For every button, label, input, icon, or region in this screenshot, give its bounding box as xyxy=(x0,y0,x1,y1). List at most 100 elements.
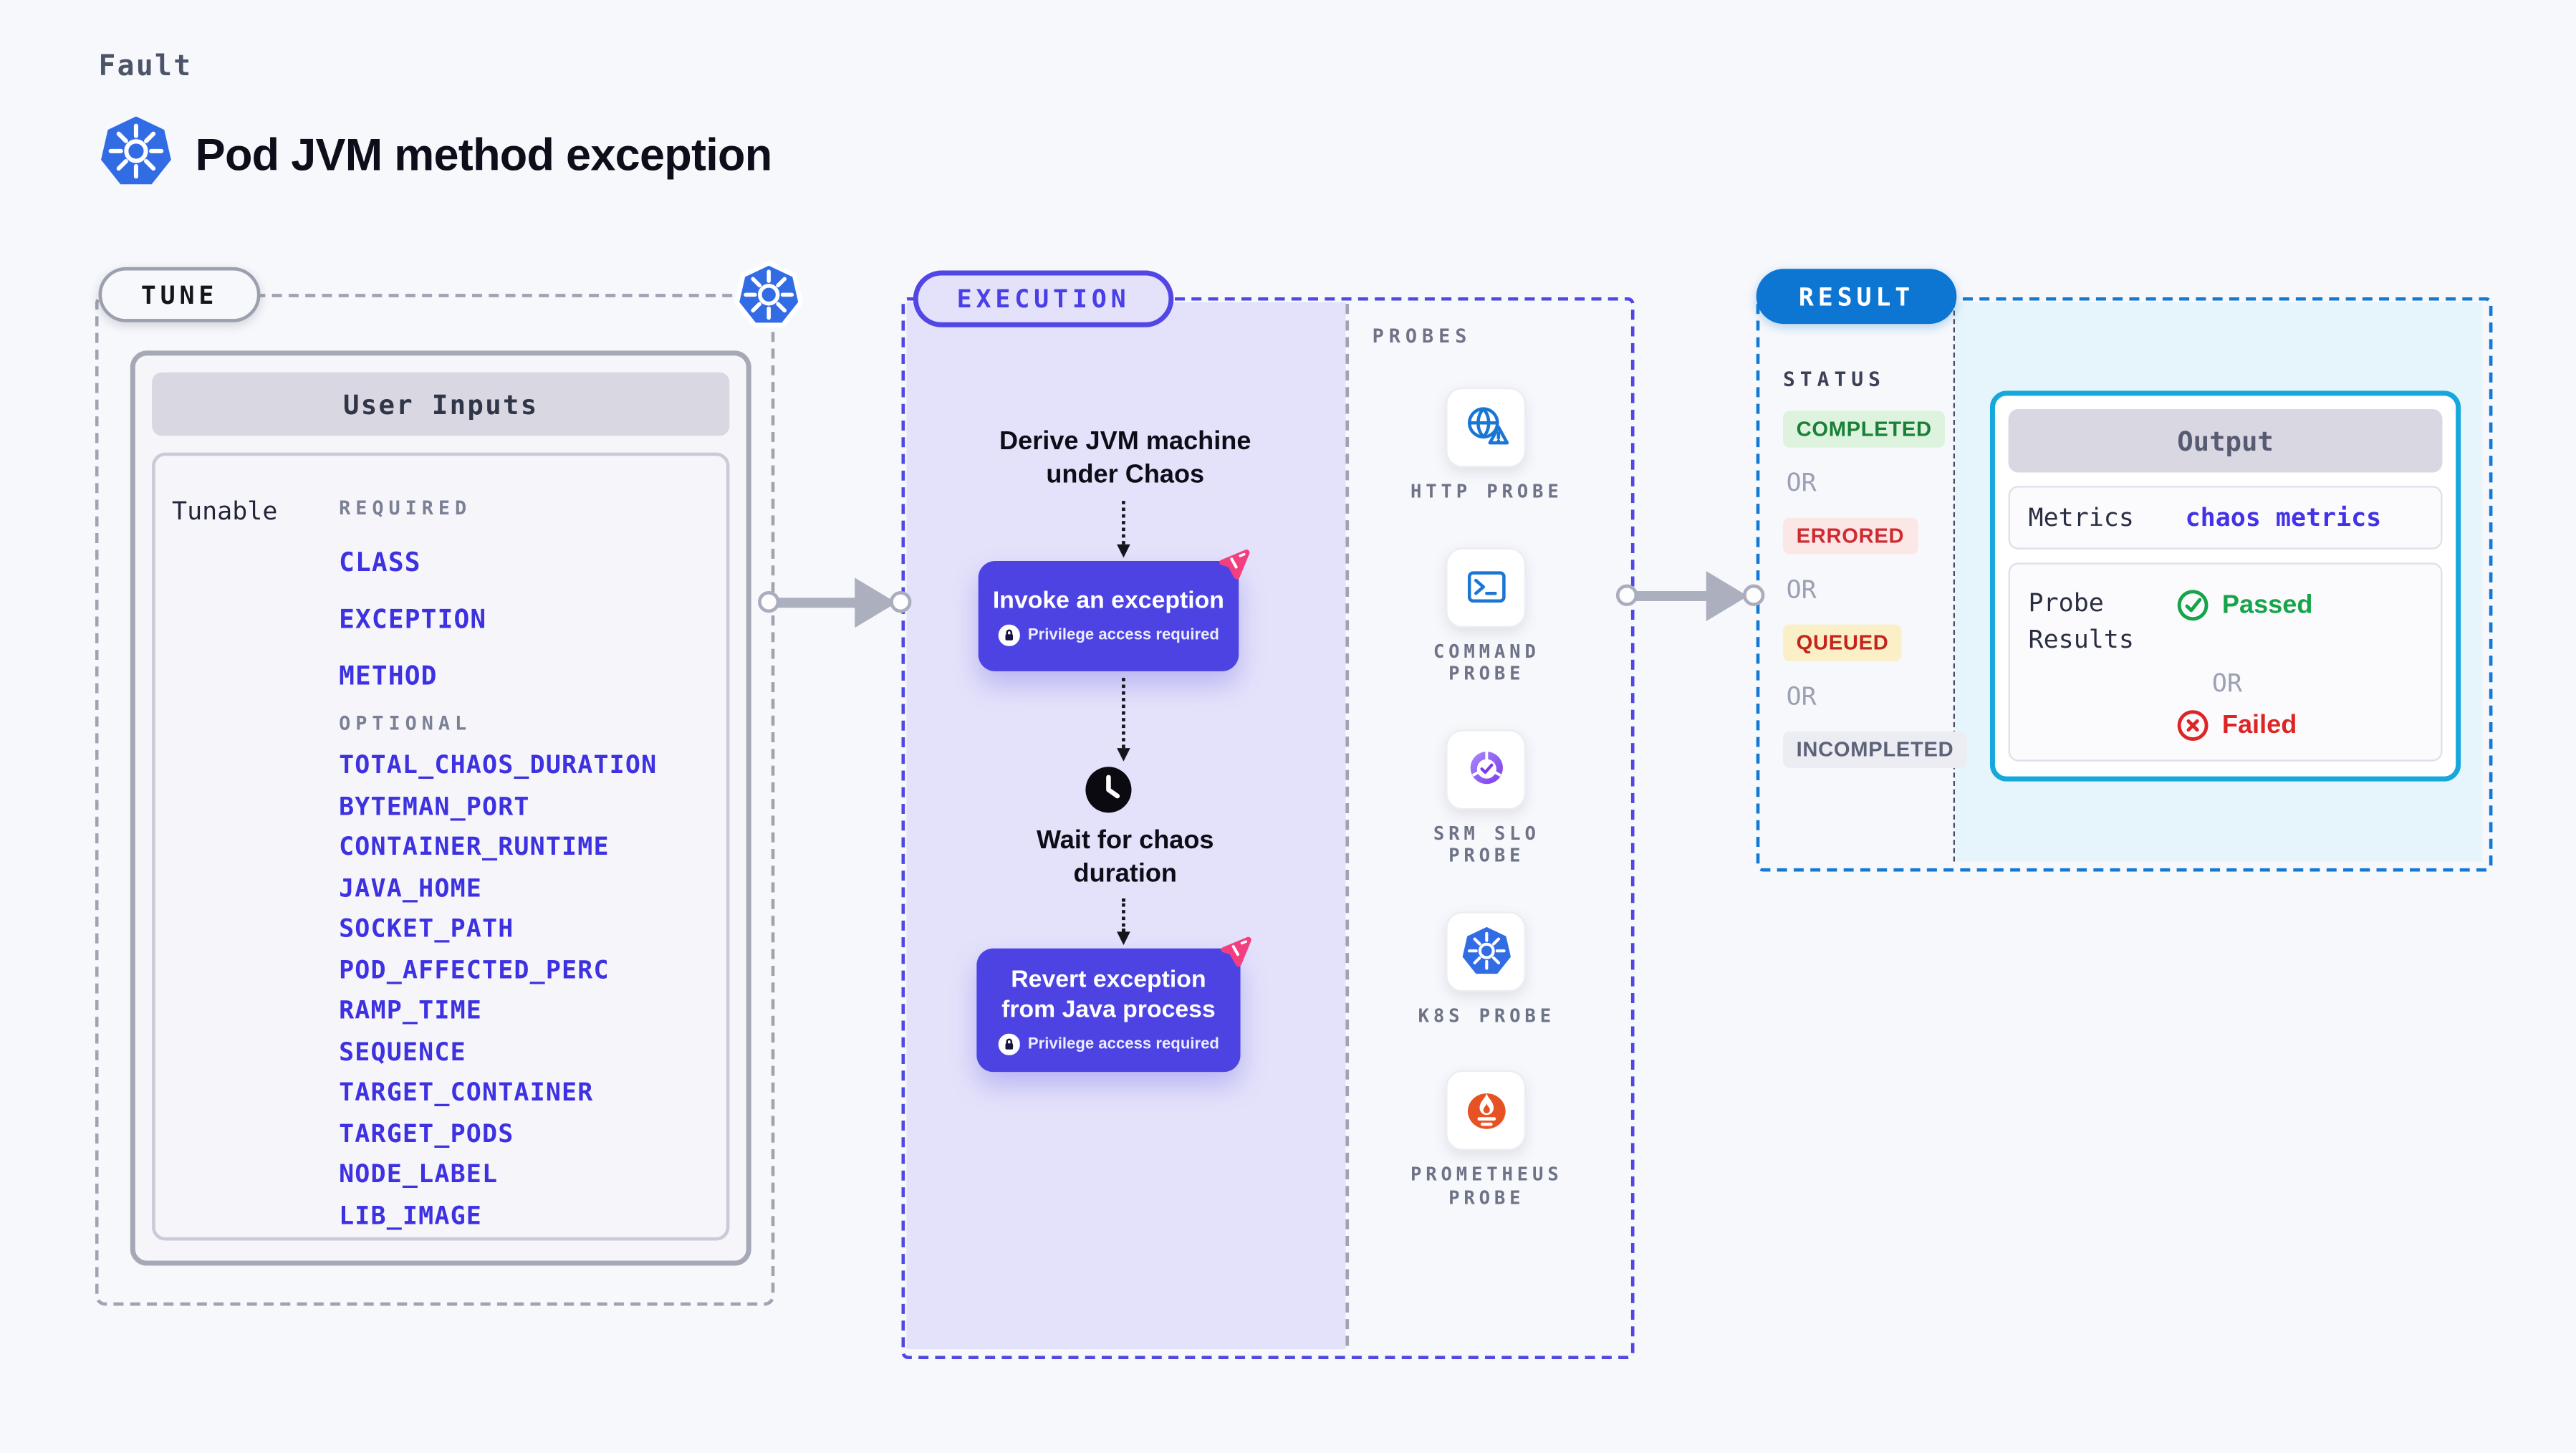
result-divider xyxy=(1953,301,1956,861)
tunable-row-label: Tunable xyxy=(172,496,278,527)
or-separator: OR xyxy=(1786,467,1817,498)
flow-connector xyxy=(1115,501,1130,558)
result-section-border xyxy=(1756,297,2493,872)
http-probe-card xyxy=(1446,387,1527,468)
or-separator: OR xyxy=(1786,574,1817,605)
tunable-param: RAMP_TIME xyxy=(339,994,483,1025)
optional-param-list: TOTAL_CHAOS_DURATION BYTEMAN_PORT CONTAINE… xyxy=(339,752,657,1229)
status-badge-incompleted: INCOMPLETED xyxy=(1782,731,1967,769)
result-badge: RESULT xyxy=(1756,269,1957,325)
command-probe-icon xyxy=(1461,561,1512,613)
probes-divider xyxy=(1345,304,1350,1346)
lock-icon xyxy=(997,624,1020,646)
metrics-value: chaos metrics xyxy=(2185,502,2382,533)
page-title: Pod JVM method exception xyxy=(195,130,773,181)
arrow-end-node xyxy=(890,590,912,613)
or-separator: OR xyxy=(2211,668,2243,699)
execution-section-border xyxy=(901,297,1635,1360)
tunable-param: LIB_IMAGE xyxy=(339,1199,483,1230)
output-panel-title: Output xyxy=(2008,408,2443,473)
privilege-note: Privilege access required xyxy=(1027,1035,1219,1054)
tunable-param: POD_AFFECTED_PERC xyxy=(339,954,610,984)
tunable-param: SEQUENCE xyxy=(339,1036,466,1067)
tunable-param: NODE_LABEL xyxy=(339,1159,499,1189)
kubernetes-icon xyxy=(98,113,173,188)
tunable-param: SOCKET_PATH xyxy=(339,913,514,944)
k8s-probe-card xyxy=(1446,911,1527,992)
arrow-shaft xyxy=(1629,590,1708,601)
arrow-start-node xyxy=(1615,584,1638,606)
arrow-start-node xyxy=(758,590,780,613)
prometheus-probe-icon xyxy=(1461,1085,1512,1136)
fault-eyebrow: Fault xyxy=(98,49,193,84)
failed-verdict: Failed xyxy=(2176,708,2297,743)
arrow-head-icon xyxy=(855,577,897,628)
clock-icon xyxy=(1083,764,1133,815)
prometheus-probe-card xyxy=(1446,1070,1527,1151)
status-badge-errored: ERRORED xyxy=(1782,517,1918,555)
arrow-head-icon xyxy=(1706,571,1749,621)
probe-label: K8S PROBE xyxy=(1418,1004,1555,1027)
status-badge-queued: QUEUED xyxy=(1782,624,1903,661)
tune-section-border xyxy=(95,294,775,1306)
lock-icon xyxy=(997,1033,1020,1055)
execution-panel-fill xyxy=(905,301,1346,1348)
optional-section-label: OPTIONAL xyxy=(339,711,472,735)
probe-item: HTTP PROBE xyxy=(1410,387,1563,504)
metrics-label: Metrics xyxy=(2028,502,2134,533)
litmus-chaos-icon xyxy=(1216,545,1254,583)
tunable-param: TARGET_PODS xyxy=(339,1118,514,1149)
k8s-probe-icon xyxy=(1461,925,1512,977)
tunable-param: EXCEPTION xyxy=(339,604,487,635)
passed-label: Passed xyxy=(2221,590,2313,619)
arrow-shaft xyxy=(771,597,857,608)
x-circle-icon xyxy=(2176,708,2211,743)
tunable-param: CONTAINER_RUNTIME xyxy=(339,831,610,862)
status-section-label: STATUS xyxy=(1782,367,1885,391)
user-inputs-title: User Inputs xyxy=(152,372,730,436)
tunable-param: TOTAL_CHAOS_DURATION xyxy=(339,749,658,780)
arrow-end-node xyxy=(1743,584,1765,606)
or-separator: OR xyxy=(1786,681,1817,711)
execution-badge: EXECUTION xyxy=(913,270,1174,327)
tunable-param: JAVA_HOME xyxy=(339,872,483,903)
status-list: COMPLETED OR ERRORED OR QUEUED OR INCOMPLETED xyxy=(1782,411,1967,769)
flow-connector xyxy=(1115,678,1130,762)
probe-label: HTTP PROBE xyxy=(1410,481,1563,503)
tune-badge: TUNE xyxy=(98,267,261,322)
probes-section-label: PROBES xyxy=(1372,324,1472,347)
srm-slo-probe-card xyxy=(1446,729,1527,810)
invoke-exception-node: Invoke an exception Privilege access req… xyxy=(978,550,1250,671)
http-probe-icon xyxy=(1461,401,1512,453)
failed-label: Failed xyxy=(2221,710,2297,739)
metrics-row: Metrics chaos metrics xyxy=(2008,486,2443,550)
invoke-node-title: Invoke an exception xyxy=(992,588,1224,615)
kubernetes-corner-icon xyxy=(734,261,803,330)
tunable-param: TARGET_CONTAINER xyxy=(339,1077,594,1108)
passed-verdict: Passed xyxy=(2176,588,2313,623)
tunable-param: METHOD xyxy=(339,661,438,691)
check-circle-icon xyxy=(2176,588,2211,623)
srm-slo-probe-icon xyxy=(1461,743,1512,795)
flow-connector xyxy=(1115,898,1130,946)
status-badge-completed: COMPLETED xyxy=(1782,411,1946,448)
probe-item: K8S PROBE xyxy=(1418,911,1555,1027)
tunable-param: BYTEMAN_PORT xyxy=(339,790,530,821)
